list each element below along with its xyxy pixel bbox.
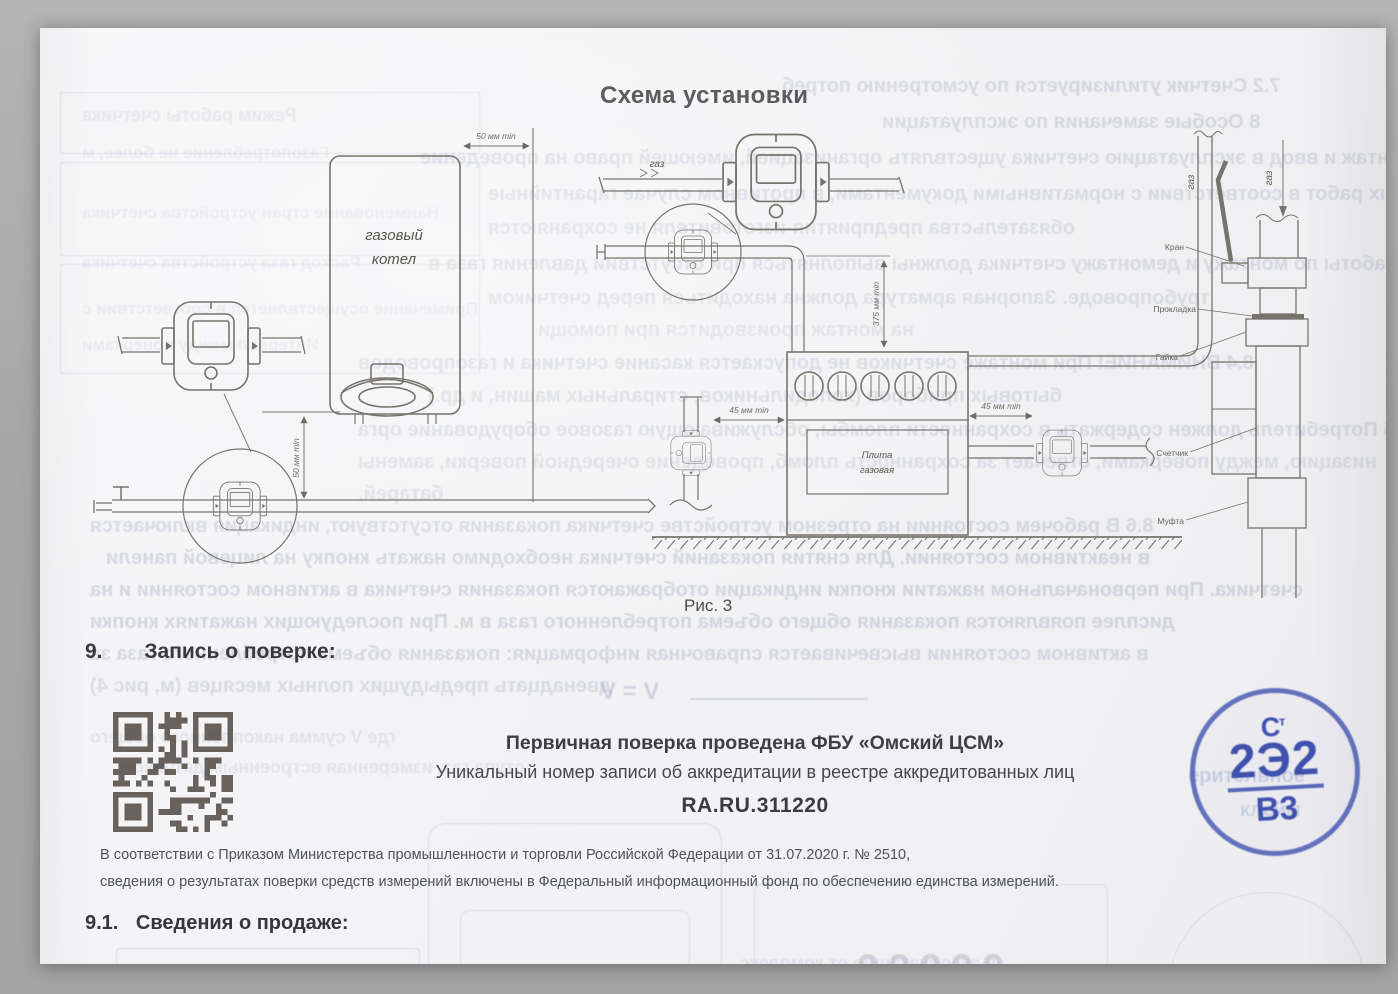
ground-line <box>652 536 1182 549</box>
bleedthrough-shape <box>428 823 722 964</box>
section-9-heading: 9. Запись о поверке: <box>85 640 336 664</box>
qr-code <box>113 712 233 832</box>
bleedthrough-shape <box>60 162 480 256</box>
svg-text:котел: котел <box>372 251 417 268</box>
label-meter: Счетчик <box>1156 448 1188 458</box>
stove-label: Плита <box>862 450 893 461</box>
svg-text:45 мм min: 45 мм min <box>981 401 1021 411</box>
meter-right-of-stove <box>968 429 1155 477</box>
meter-assembly-detail: газ Кран <box>1153 140 1309 598</box>
svg-text:375 мм min: 375 мм min <box>871 282 881 327</box>
label-coupling: Муфта <box>1157 516 1184 526</box>
gas-boiler: газовый котел <box>329 155 461 424</box>
meter-left-of-stove <box>669 396 713 511</box>
gas-flow-label: газ <box>650 159 665 170</box>
gas-riser-label: газ <box>1186 174 1197 189</box>
lower-pipe <box>93 486 656 514</box>
legal-line-2: сведения о результатах поверки средств и… <box>100 874 1059 890</box>
dimension-boiler-side: 50 мм min <box>463 131 530 150</box>
boiler-label: газовый <box>365 227 423 244</box>
stamp-year-code: 2Э2 <box>1224 731 1325 793</box>
bleedthrough-shape <box>754 884 1108 964</box>
meter-detail-circle-center <box>596 203 805 352</box>
leader-line <box>223 393 252 453</box>
pipe-valve <box>596 244 606 260</box>
bleedthrough-shape <box>690 698 868 700</box>
gas-riser-pipe: газ <box>968 130 1223 367</box>
dimension-stove-left: 45 мм min <box>713 405 785 424</box>
label-valve: Кран <box>1165 242 1184 252</box>
legal-line-1: В соответствии с Приказом Министерства п… <box>100 847 911 863</box>
legal-note: В соответствии с Приказом Министерства п… <box>100 842 1190 896</box>
section-9-number: 9. <box>85 640 103 663</box>
verification-statement: Первичная поверка проведена ФБУ «Омский … <box>505 732 1005 754</box>
section-9-1-heading: 9.1. Сведения о продаже: <box>85 912 348 935</box>
label-nut: Гайка <box>1156 352 1179 362</box>
bleedthrough-layer: 7.2 Счетчик утилизируется по усмотрению … <box>40 28 1386 964</box>
svg-text:50 мм min: 50 мм min <box>291 438 301 478</box>
bleedthrough-shape <box>460 910 690 964</box>
figure-caption: Рис. 3 <box>684 596 733 615</box>
meter-detail-circle-left <box>182 448 298 564</box>
section-9-1-title: Сведения о продаже: <box>135 912 349 934</box>
gas-meter-enlarged-left <box>117 301 306 453</box>
section-9-1-number: 9.1. <box>85 912 119 934</box>
bleedthrough-text: клейм <box>1240 799 1301 821</box>
installation-scheme-title: Схема установки <box>600 82 809 109</box>
dimension-boiler-bottom: 50 мм min <box>262 411 340 499</box>
svg-text:газовая: газовая <box>860 465 894 476</box>
bleedthrough-shape <box>116 948 420 964</box>
label-gasket: Прокладка <box>1153 304 1196 314</box>
bleedthrough-text: V = V <box>600 678 660 705</box>
bleedthrough-shape <box>60 92 480 154</box>
dimension-stove-right: 45 мм min <box>969 401 1033 420</box>
svg-text:45 мм min: 45 мм min <box>729 405 769 415</box>
bleedthrough-text: ерительное <box>1188 765 1305 787</box>
bleedthrough-shape <box>60 264 480 374</box>
valve-handle <box>1215 160 1234 262</box>
accreditation-record-label: Уникальный номер записи об аккредитации … <box>435 762 1075 782</box>
document-page: 7.2 Счетчик утилизируется по усмотрению … <box>40 28 1386 964</box>
pipe-valve-handle <box>113 486 129 500</box>
installation-diagram: газовый котел 50 мм min 50 мм min <box>93 128 1309 598</box>
stamp-verifier-code: В3 <box>1254 788 1299 828</box>
leader-line <box>707 212 737 235</box>
section-9-title: Запись о поверке: <box>144 640 336 663</box>
gas-stove: Плита газовая <box>786 351 969 536</box>
gas-inlet-label: газ <box>1264 170 1275 185</box>
accreditation-number: RA.RU.311220 <box>681 794 829 817</box>
gas-meter-enlarged-center: газ <box>598 133 905 235</box>
page-content: Схема установки <box>40 28 1386 964</box>
dimension-stove-top: 375 мм min <box>806 255 890 348</box>
svg-text:50 мм min: 50 мм min <box>476 131 516 141</box>
